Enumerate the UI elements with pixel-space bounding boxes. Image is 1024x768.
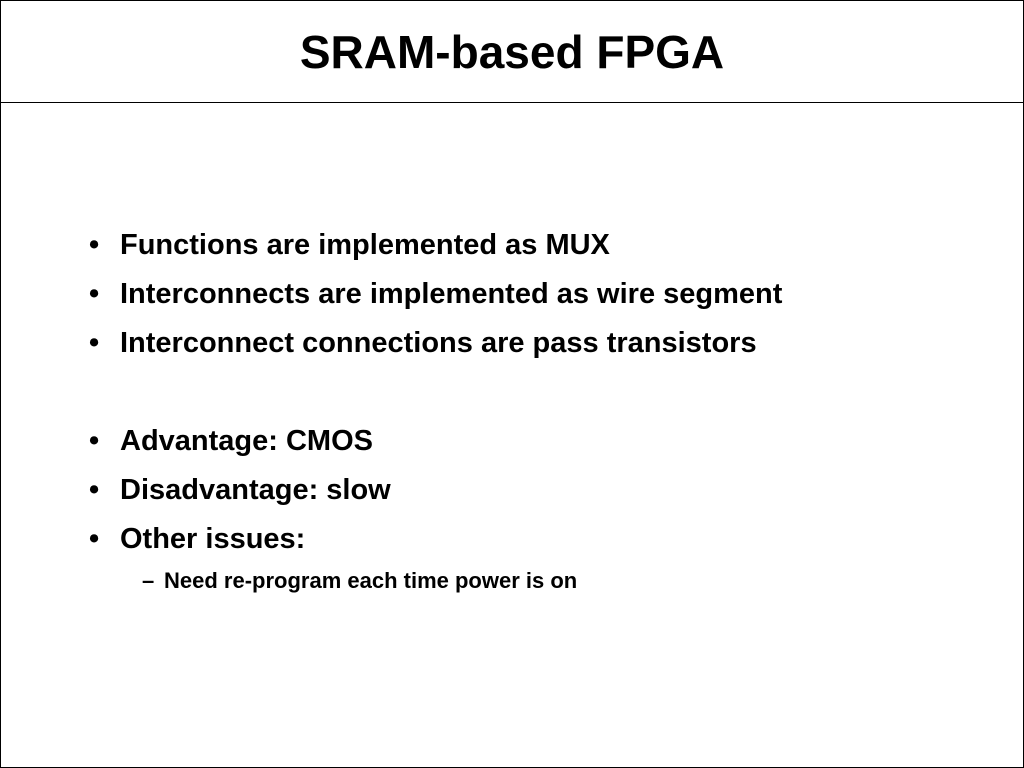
- bullet-item: • Other issues:: [89, 521, 305, 557]
- bullet-item: • Interconnect connections are pass trans…: [89, 325, 757, 361]
- bullet-item: • Interconnects are implemented as wire s…: [89, 276, 782, 312]
- bullet-glyph: •: [89, 229, 100, 261]
- bullet-text: Interconnect connections are pass transi…: [120, 327, 757, 359]
- sub-bullet-glyph: –: [142, 568, 155, 593]
- bullet-text: Disadvantage: slow: [120, 474, 391, 506]
- bullet-glyph: •: [89, 523, 100, 555]
- bullet-glyph: •: [89, 425, 100, 457]
- sub-bullet-text: Need re-program each time power is on: [164, 568, 578, 593]
- bullet-text: Other issues:: [120, 523, 306, 555]
- bullet-text: Functions are implemented as MUX: [120, 229, 610, 261]
- bullet-item: • Disadvantage: slow: [89, 472, 391, 508]
- bullet-text: Interconnects are implemented as wire se…: [120, 278, 783, 310]
- sub-bullet-item: –Need re-program each time power is on: [142, 567, 577, 595]
- bullet-item: • Advantage: CMOS: [89, 423, 373, 459]
- title-bar: SRAM-based FPGA: [1, 1, 1023, 103]
- bullet-glyph: •: [89, 278, 100, 310]
- bullet-glyph: •: [89, 474, 100, 506]
- slide-title: SRAM-based FPGA: [299, 26, 725, 78]
- bullet-item: • Functions are implemented as MUX: [89, 227, 610, 263]
- bullet-glyph: •: [89, 327, 100, 359]
- bullet-text: Advantage: CMOS: [120, 425, 373, 457]
